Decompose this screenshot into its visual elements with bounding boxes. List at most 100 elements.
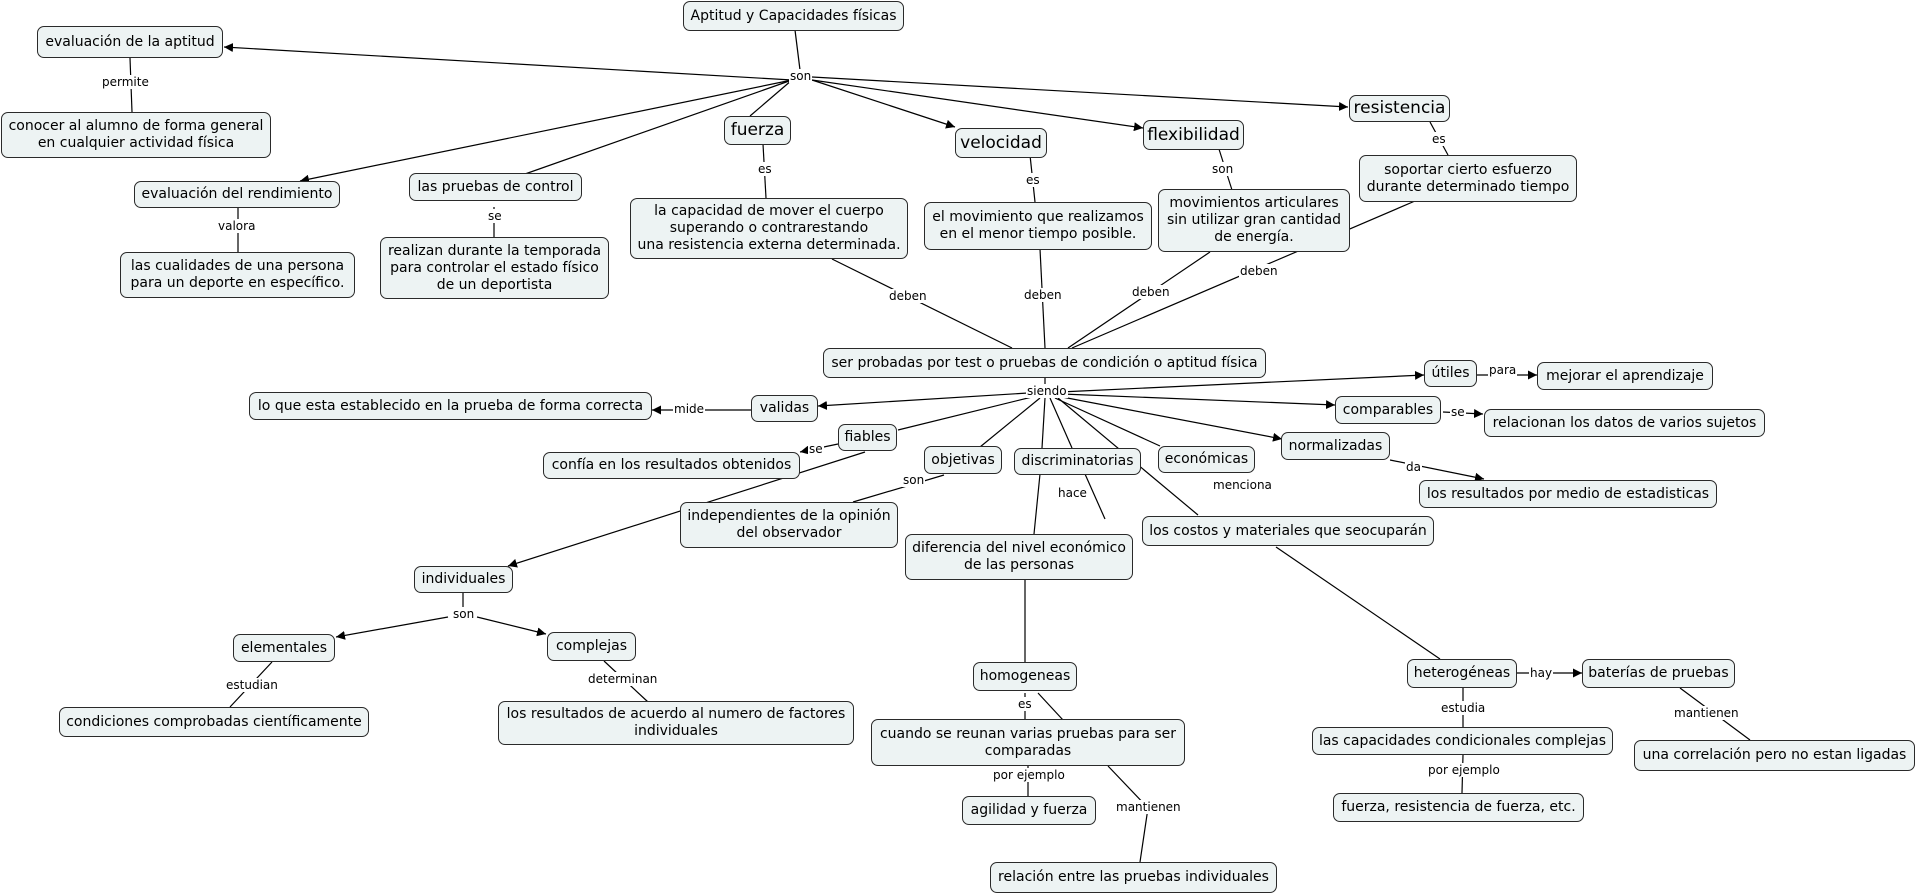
link-label-da: da bbox=[1405, 460, 1422, 474]
node-capacidades-condicionales[interactable]: las capacidades condicionales complejas bbox=[1312, 727, 1613, 755]
link-label-se-comparables: se bbox=[1450, 405, 1466, 419]
node-objetivas[interactable]: objetivas bbox=[924, 446, 1002, 474]
node-movimientos-articulares[interactable]: movimientos articulares sin utilizar gra… bbox=[1158, 189, 1350, 252]
edge bbox=[831, 258, 1013, 349]
link-label-deben: deben bbox=[888, 289, 928, 303]
link-label-mantienen: mantienen bbox=[1115, 800, 1182, 814]
link-label-son-individuales: son bbox=[452, 607, 476, 621]
node-relacion-pruebas[interactable]: relación entre las pruebas individuales bbox=[990, 862, 1277, 893]
node-flexibilidad[interactable]: flexibilidad bbox=[1143, 120, 1244, 150]
link-label-mide: mide bbox=[673, 402, 706, 416]
node-lo-que-esta[interactable]: lo que esta establecido en la prueba de … bbox=[249, 392, 652, 420]
edge-arrow bbox=[811, 79, 956, 129]
node-resultados-acuerdo[interactable]: los resultados de acuerdo al numero de f… bbox=[498, 701, 854, 745]
edge-arrow bbox=[811, 79, 1144, 132]
link-label-determinan: determinan bbox=[587, 672, 659, 686]
edge-arrow bbox=[476, 616, 547, 637]
node-conocer-alumno[interactable]: conocer al alumno de forma general en cu… bbox=[1, 112, 271, 158]
node-cualidades-persona[interactable]: las cualidades de una persona para un de… bbox=[120, 252, 355, 298]
edge bbox=[794, 29, 801, 71]
edge bbox=[1067, 251, 1211, 349]
link-label-son-objetivas: son bbox=[902, 473, 926, 487]
node-independientes[interactable]: independientes de la opinión del observa… bbox=[680, 502, 898, 548]
node-individuales[interactable]: individuales bbox=[414, 566, 513, 593]
node-resistencia[interactable]: resistencia bbox=[1349, 95, 1450, 122]
edge bbox=[1139, 807, 1149, 863]
link-label-permite: permite bbox=[101, 75, 150, 89]
node-una-correlacion[interactable]: una correlación pero no estan ligadas bbox=[1634, 740, 1915, 771]
link-label-deben: deben bbox=[1023, 288, 1063, 302]
link-label-son: son bbox=[789, 69, 813, 83]
link-label-se-fiables: se bbox=[808, 442, 824, 456]
link-label-valora: valora bbox=[217, 219, 257, 233]
node-economicas[interactable]: económicas bbox=[1158, 446, 1255, 473]
node-mejorar-aprendizaje[interactable]: mejorar el aprendizaje bbox=[1537, 362, 1713, 390]
edge-arrow bbox=[223, 43, 793, 81]
node-ser-probadas[interactable]: ser probadas por test o pruebas de condi… bbox=[823, 348, 1266, 378]
link-label-siendo: siendo bbox=[1026, 384, 1068, 398]
edge bbox=[524, 79, 793, 175]
edge bbox=[1084, 473, 1106, 520]
link-label-es-velocidad: es bbox=[1025, 173, 1041, 187]
node-diferencia-nivel[interactable]: diferencia del nivel económico de las pe… bbox=[905, 534, 1133, 580]
link-label-mantienen: mantienen bbox=[1673, 706, 1740, 720]
node-resultados-estadisticas[interactable]: los resultados por medio de estadisticas bbox=[1419, 480, 1717, 508]
node-normalizadas[interactable]: normalizadas bbox=[1281, 432, 1390, 460]
node-soportar-esfuerzo[interactable]: soportar cierto esfuerzo durante determi… bbox=[1359, 155, 1577, 202]
link-label-son-flexibilidad: son bbox=[1211, 162, 1235, 176]
node-condiciones-comprobadas[interactable]: condiciones comprobadas científicamente bbox=[59, 707, 369, 737]
link-label-por-ejemplo: por ejemplo bbox=[992, 768, 1066, 782]
node-movimiento[interactable]: el movimiento que realizamos en el menor… bbox=[924, 202, 1152, 250]
link-label-deben: deben bbox=[1131, 285, 1171, 299]
node-pruebas-control[interactable]: las pruebas de control bbox=[409, 173, 582, 201]
node-homogeneas[interactable]: homogeneas bbox=[973, 662, 1077, 691]
node-relacionan-datos[interactable]: relacionan los datos de varios sujetos bbox=[1484, 409, 1765, 437]
node-aptitud-capacidades[interactable]: Aptitud y Capacidades físicas bbox=[683, 1, 904, 31]
node-fiables[interactable]: fiables bbox=[838, 424, 897, 451]
edge bbox=[852, 474, 945, 503]
edge-arrow bbox=[1059, 370, 1425, 393]
edge bbox=[1033, 473, 1041, 535]
link-label-hay: hay bbox=[1529, 666, 1554, 680]
edge-arrow bbox=[1061, 396, 1283, 442]
edge-arrow bbox=[335, 616, 449, 640]
edge-arrow bbox=[811, 76, 1349, 111]
link-label-estudian: estudian bbox=[225, 678, 279, 692]
link-label-es-homogeneas: es bbox=[1017, 697, 1033, 711]
edge bbox=[897, 396, 1033, 431]
edge bbox=[749, 79, 793, 117]
node-utiles[interactable]: útiles bbox=[1424, 360, 1477, 387]
node-fuerza-resistencia[interactable]: fuerza, resistencia de fuerza, etc. bbox=[1333, 793, 1584, 822]
node-evaluacion-aptitud[interactable]: evaluación de la aptitud bbox=[37, 26, 223, 58]
node-confia-resultados[interactable]: confía en los resultados obtenidos bbox=[543, 452, 800, 479]
link-label-por-ejemplo: por ejemplo bbox=[1427, 763, 1501, 777]
edge-arrow bbox=[817, 392, 1029, 410]
link-label-para: para bbox=[1488, 363, 1518, 377]
node-capacidad-mover[interactable]: la capacidad de mover el cuerpo superand… bbox=[630, 198, 908, 259]
edge-arrow bbox=[1061, 393, 1336, 410]
node-velocidad[interactable]: velocidad bbox=[955, 128, 1047, 158]
link-label-estudia: estudia bbox=[1440, 701, 1487, 715]
node-heterogeneas[interactable]: heterogéneas bbox=[1407, 659, 1517, 688]
edge bbox=[1054, 397, 1161, 447]
node-evaluacion-rendimiento[interactable]: evaluación del rendimiento bbox=[134, 181, 340, 208]
node-discriminatorias[interactable]: discriminatorias bbox=[1014, 448, 1141, 475]
link-label-menciona: menciona bbox=[1212, 478, 1273, 492]
node-agilidad-fuerza[interactable]: agilidad y fuerza bbox=[962, 796, 1096, 825]
node-baterias-pruebas[interactable]: baterías de pruebas bbox=[1582, 659, 1735, 688]
edge bbox=[979, 397, 1041, 448]
node-complejas[interactable]: complejas bbox=[547, 632, 636, 661]
node-costos-materiales[interactable]: los costos y materiales que seocuparán bbox=[1142, 516, 1434, 546]
node-realizan-temporada[interactable]: realizan durante la temporada para contr… bbox=[380, 237, 609, 299]
node-elementales[interactable]: elementales bbox=[233, 634, 335, 662]
link-label-deben: deben bbox=[1239, 264, 1279, 278]
edge-arrow bbox=[299, 79, 793, 184]
link-label-se: se bbox=[487, 209, 503, 223]
node-comparables[interactable]: comparables bbox=[1335, 396, 1441, 424]
node-validas[interactable]: validas bbox=[751, 395, 818, 422]
node-cuando-reunan[interactable]: cuando se reunan varias pruebas para ser… bbox=[871, 719, 1185, 766]
link-label-es-resistencia: es bbox=[1431, 132, 1447, 146]
node-fuerza[interactable]: fuerza bbox=[724, 116, 791, 145]
link-label-es-fuerza: es bbox=[757, 162, 773, 176]
